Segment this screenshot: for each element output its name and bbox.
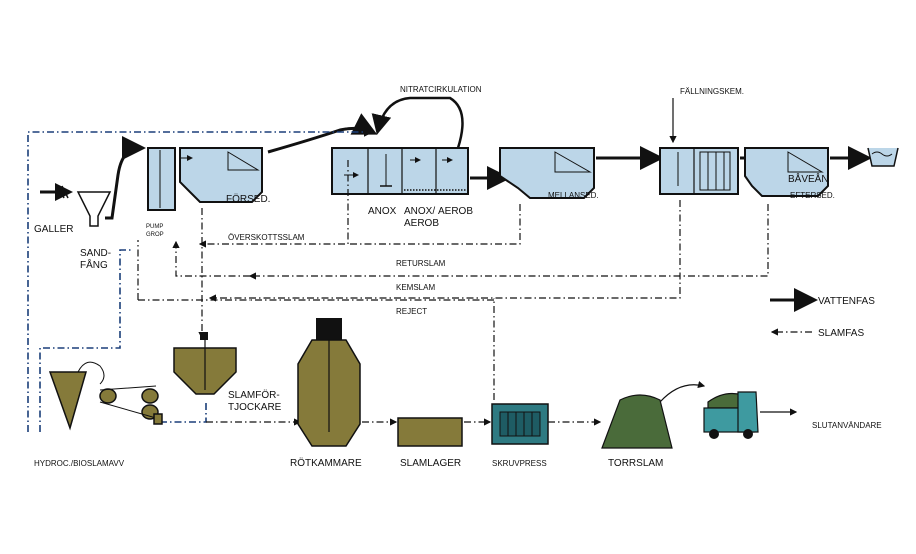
pumpgrop-tank bbox=[147, 147, 176, 211]
galler-symbol bbox=[57, 185, 69, 199]
slamlager-tank bbox=[397, 417, 463, 447]
rotkammare bbox=[297, 318, 361, 447]
label-anoxaerob-1: ANOX/ bbox=[404, 206, 435, 217]
label-fallningskem: FÄLLNINGSKEM. bbox=[680, 87, 744, 96]
legend bbox=[770, 288, 818, 336]
label-slamfor-1: SLAMFÖR- bbox=[228, 389, 280, 401]
label-overskottsslam: ÖVERSKOTTSSLAM bbox=[228, 233, 305, 242]
label-anox: ANOX bbox=[368, 206, 397, 217]
bio-tank bbox=[331, 147, 469, 195]
bavean-outlet bbox=[867, 147, 899, 167]
label-slutanvandare: SLUTANVÄNDARE bbox=[812, 421, 882, 430]
label-torrslam: TORRSLAM bbox=[608, 458, 663, 469]
eftersed-tank bbox=[744, 147, 829, 197]
label-kemslam: KEMSLAM bbox=[396, 283, 435, 292]
label-eftersed: EFTERSED. bbox=[790, 191, 835, 200]
label-pump-1: PUMP bbox=[146, 224, 163, 230]
mellansed-tank bbox=[499, 147, 595, 199]
label-pump-2: GROP bbox=[146, 232, 164, 238]
forsed-tank bbox=[179, 147, 263, 203]
label-returslam: RETURSLAM bbox=[396, 259, 446, 268]
label-nitratcirkulation: NITRATCIRKULATION bbox=[400, 85, 482, 94]
legend-vattenfas: VATTENFAS bbox=[818, 296, 875, 307]
slamfortjockare bbox=[173, 332, 237, 395]
label-forsed: FÖRSED. bbox=[226, 193, 270, 205]
truck-icon bbox=[703, 391, 759, 439]
label-reject: REJECT bbox=[396, 307, 427, 316]
skruvpress bbox=[491, 403, 549, 445]
label-galler: GALLER bbox=[34, 224, 73, 235]
belt-press bbox=[99, 385, 163, 425]
water-flow-lines bbox=[40, 96, 872, 220]
sludge-lines bbox=[27, 127, 798, 432]
hydrocyclone bbox=[48, 361, 105, 431]
label-anoxaerob-2: AEROB bbox=[404, 218, 439, 229]
sandfang-tank bbox=[76, 191, 112, 227]
label-hydroc: HYDROC./BIOSLAMAVV bbox=[34, 459, 125, 468]
label-slamlager: SLAMLAGER bbox=[400, 458, 461, 469]
label-sand-2: FÅNG bbox=[80, 258, 108, 271]
label-aerob: AEROB bbox=[438, 206, 473, 217]
torrslam-pile bbox=[601, 394, 673, 449]
fallning-tank bbox=[659, 147, 739, 195]
label-rotkammare: RÖTKAMMARE bbox=[290, 457, 362, 469]
label-slamfor-2: TJOCKARE bbox=[228, 402, 282, 413]
label-bavean: BÅVEÅN bbox=[788, 172, 829, 185]
label-mellansed: MELLANSED. bbox=[548, 191, 599, 200]
legend-slamfas: SLAMFAS bbox=[818, 328, 864, 339]
label-skruvpress: SKRUVPRESS bbox=[492, 459, 547, 468]
label-sand-1: SAND- bbox=[80, 248, 111, 259]
